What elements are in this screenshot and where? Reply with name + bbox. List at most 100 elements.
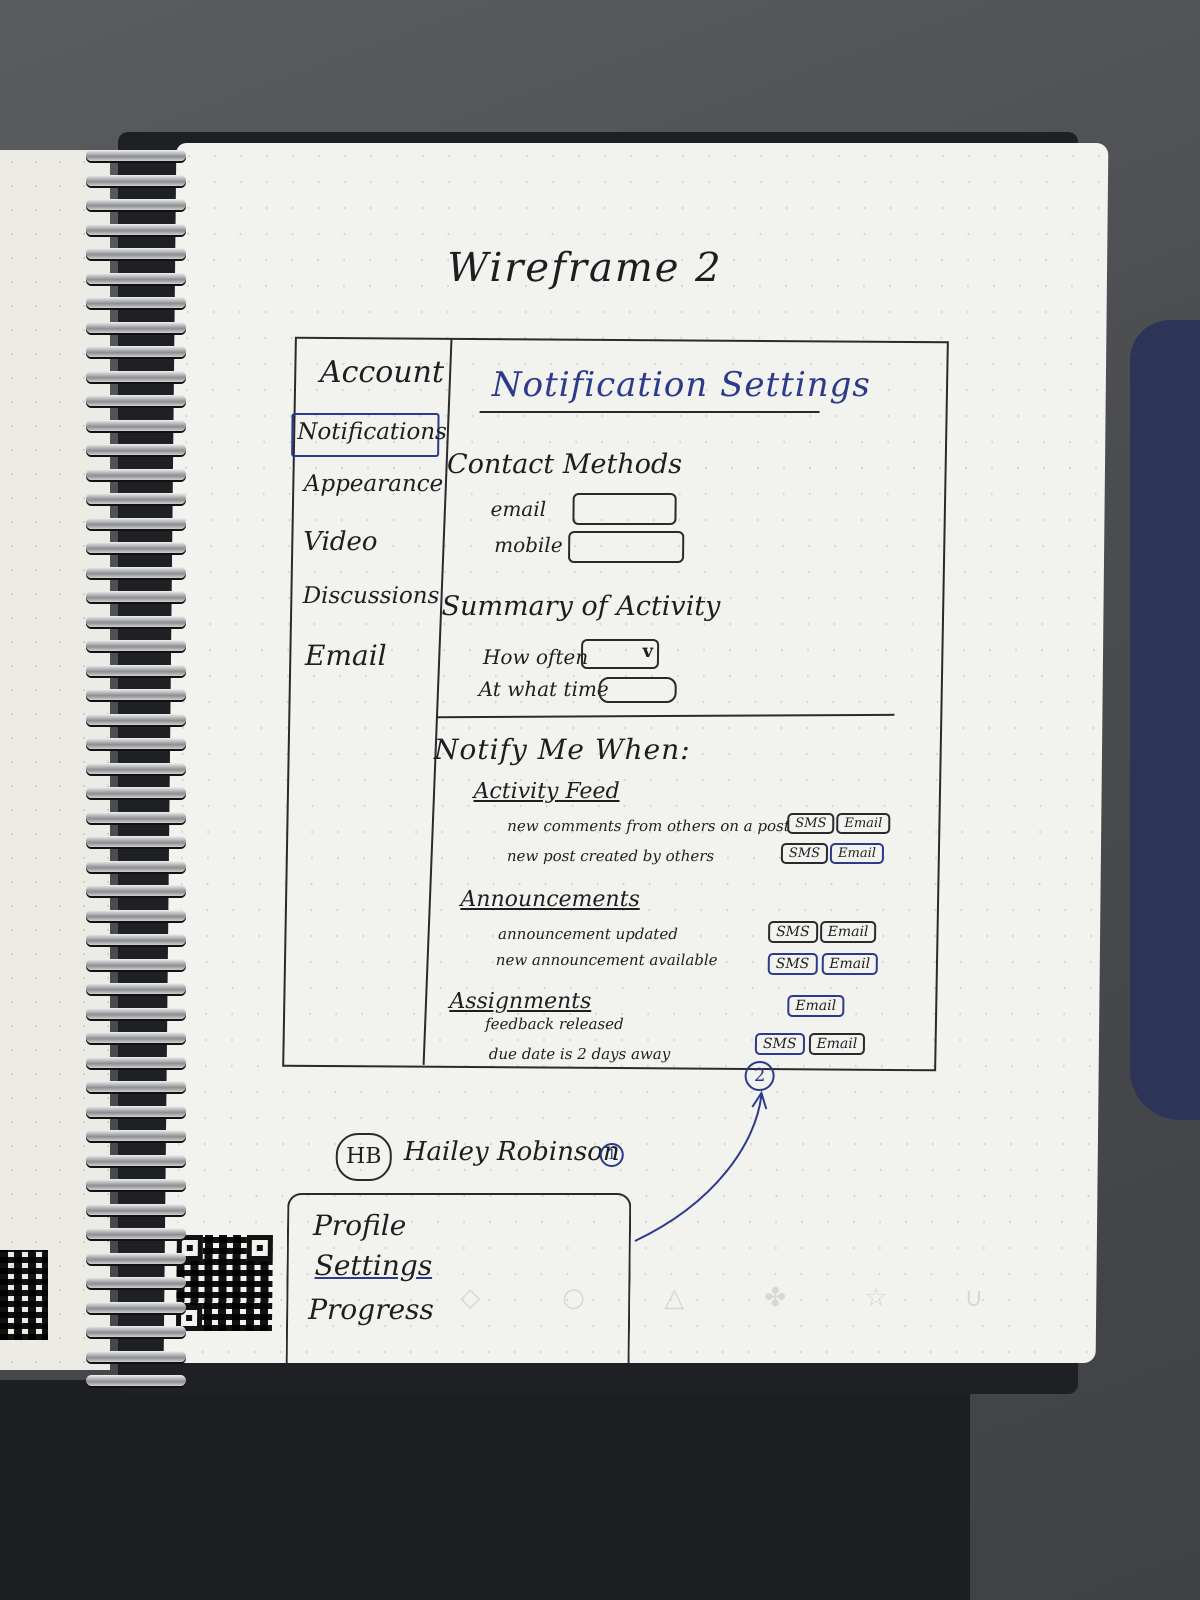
email-button[interactable]: Email (829, 843, 885, 864)
spiral-ring (86, 983, 186, 994)
spiral-ring (86, 934, 186, 945)
summary-heading: Summary of Activity (441, 591, 721, 622)
user-name[interactable]: Hailey Robinson (403, 1137, 620, 1167)
sidebar-item-appearance[interactable]: Appearance (303, 471, 444, 497)
bell-icon: △ (664, 1283, 685, 1313)
spiral-ring (86, 542, 186, 553)
spiral-ring (86, 297, 186, 308)
time-field[interactable] (598, 677, 677, 703)
spiral-ring (86, 664, 186, 676)
email-label: email (490, 497, 547, 521)
spiral-ring (86, 1375, 186, 1386)
sidebar-item-video[interactable]: Video (303, 527, 378, 557)
apple-icon: ○ (562, 1283, 586, 1313)
spiral-ring (86, 248, 186, 259)
email-button[interactable]: Email (819, 921, 877, 943)
spiral-ring (86, 1056, 186, 1068)
spiral-ring (86, 1228, 186, 1239)
section-title-assignments: Assignments (449, 989, 592, 1014)
spiral-ring (86, 468, 186, 480)
star-icon: ☆ (864, 1283, 888, 1313)
spiral-ring (86, 640, 186, 651)
mobile-label: mobile (494, 533, 563, 557)
dark-fabric (0, 1380, 970, 1600)
spiral-ring (86, 909, 186, 921)
spiral-ring (86, 836, 186, 847)
at-what-time-label: At what time (478, 677, 609, 701)
email-button[interactable]: Email (808, 1033, 866, 1055)
mobile-field[interactable] (567, 531, 685, 563)
sidebar-item-email[interactable]: Email (304, 639, 387, 672)
heading-underline (479, 411, 820, 413)
menu-item-progress[interactable]: Progress (307, 1293, 435, 1326)
how-often-label: How often (482, 645, 589, 669)
sidebar-item-discussions[interactable]: Discussions (302, 583, 440, 609)
spiral-ring (86, 272, 186, 284)
row-label: new comments from others on a post (507, 817, 790, 835)
spiral-ring (86, 1301, 186, 1313)
spiral-ring (86, 1105, 186, 1117)
toggle-group: SMS Email (767, 953, 879, 975)
email-button[interactable]: Email (836, 813, 891, 834)
spiral-ring (86, 885, 186, 896)
arrow-icon (634, 1090, 768, 1242)
spiral-binding (86, 150, 196, 1390)
spiral-ring (86, 223, 186, 235)
spiral-ring (86, 395, 186, 406)
toggle-group: SMS Email (787, 813, 891, 834)
section-title-activity-feed: Activity Feed (473, 779, 620, 804)
spiral-ring (86, 738, 186, 749)
spiral-ring (86, 566, 186, 578)
email-button[interactable]: Email (787, 995, 845, 1017)
sidebar-item-account[interactable]: Account (319, 355, 445, 390)
sms-button[interactable]: SMS (754, 1033, 805, 1055)
sms-button[interactable]: SMS (768, 921, 818, 943)
contact-heading: Contact Methods (446, 449, 683, 480)
sms-button[interactable]: SMS (787, 813, 835, 834)
spiral-ring (86, 591, 186, 602)
spiral-ring (86, 1081, 186, 1092)
toggle-group: SMS Email (768, 921, 877, 943)
spiral-ring (86, 811, 186, 823)
spiral-ring (86, 762, 186, 774)
spiral-ring (86, 615, 186, 627)
clover-icon: ✤ (764, 1283, 787, 1313)
diamond-icon: ◇ (460, 1283, 481, 1313)
row-label: new announcement available (495, 951, 718, 969)
spiral-ring (86, 517, 186, 529)
spiral-ring (86, 321, 186, 333)
spiral-ring (86, 1252, 186, 1264)
menu-item-profile[interactable]: Profile (312, 1209, 407, 1242)
toggle-group: SMS Email (780, 843, 885, 864)
row-label: feedback released (485, 1015, 624, 1033)
chevron-down-icon: v (642, 641, 654, 662)
spiral-ring (86, 787, 186, 798)
email-field[interactable] (572, 493, 677, 525)
toggle-group: SMS Email (754, 1033, 866, 1055)
sms-button[interactable]: SMS (767, 953, 818, 975)
spiral-ring (86, 1007, 186, 1019)
spiral-ring (86, 370, 186, 382)
avatar[interactable]: HB (335, 1133, 393, 1181)
spiral-ring (86, 1326, 186, 1337)
spiral-ring (86, 713, 186, 725)
spiral-ring (86, 444, 186, 455)
toggle-group: Email (787, 995, 845, 1017)
spiral-ring (86, 199, 186, 210)
blue-towel (1130, 320, 1200, 1120)
notify-heading: Notify Me When: (433, 733, 691, 766)
notebook-page: Wireframe 2 Account Notifications Appear… (163, 143, 1109, 1363)
section-title-announcements: Announcements (460, 887, 640, 912)
row-label: due date is 2 days away (488, 1045, 671, 1063)
sms-button[interactable]: SMS (780, 843, 829, 864)
page-title: Wireframe 2 (446, 245, 723, 291)
menu-item-settings[interactable]: Settings (314, 1249, 433, 1282)
row-label: new post created by others (506, 847, 715, 865)
spiral-ring (86, 150, 186, 161)
email-button[interactable]: Email (821, 953, 879, 975)
how-often-select[interactable]: v (580, 639, 660, 669)
qr-code-icon-left (0, 1250, 48, 1340)
sidebar-item-notifications[interactable]: Notifications (291, 413, 447, 457)
spiral-ring (86, 860, 186, 872)
spiral-ring (86, 1179, 186, 1190)
